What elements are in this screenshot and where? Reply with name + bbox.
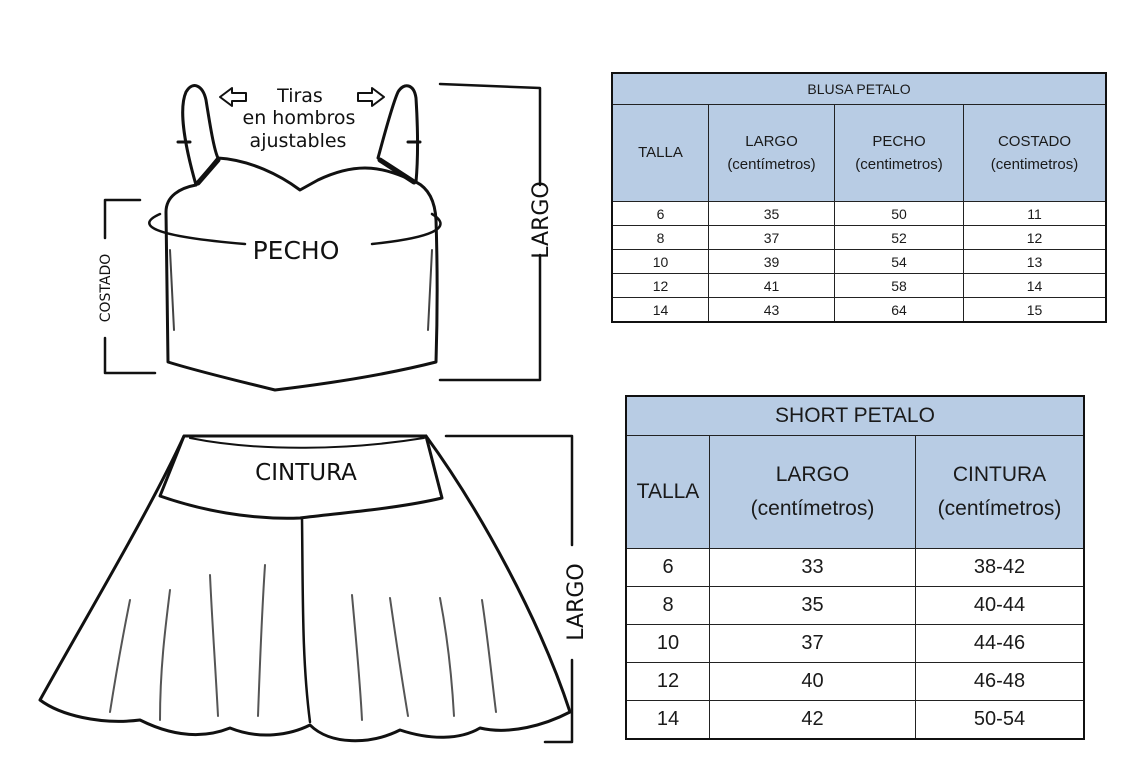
blouse-header-chest: PECHO(centimetros) bbox=[834, 104, 964, 202]
blouse-body bbox=[164, 156, 439, 392]
table-cell: 14 bbox=[963, 273, 1107, 298]
table-cell: 10 bbox=[625, 624, 710, 663]
top-length-bracket bbox=[438, 82, 542, 382]
table-cell: 50 bbox=[834, 201, 964, 226]
short-length-bracket bbox=[444, 434, 574, 744]
table-cell: 52 bbox=[834, 225, 964, 250]
table-cell: 40 bbox=[709, 662, 916, 701]
top-length-label: LARGO bbox=[529, 181, 554, 258]
table-cell: 8 bbox=[625, 586, 710, 625]
strap-label-line3: ajustables bbox=[250, 130, 347, 152]
blouse-table-title: BLUSA PETALO bbox=[611, 72, 1107, 105]
table-cell: 58 bbox=[834, 273, 964, 298]
blouse-header-side: COSTADO(centimetros) bbox=[963, 104, 1107, 202]
left-arrow-icon bbox=[219, 87, 247, 107]
table-cell: 13 bbox=[963, 249, 1107, 274]
short-table-title: SHORT PETALO bbox=[625, 395, 1085, 436]
blouse-header-size: TALLA bbox=[611, 104, 709, 202]
garment-diagram: Tiras en hombros ajustables PECHO COSTAD… bbox=[38, 82, 589, 744]
table-cell: 6 bbox=[625, 548, 710, 587]
table-cell: 6 bbox=[611, 201, 709, 226]
table-cell: 35 bbox=[709, 586, 916, 625]
table-cell: 12 bbox=[611, 273, 709, 298]
table-cell: 37 bbox=[708, 225, 835, 250]
table-cell: 41 bbox=[708, 273, 835, 298]
table-cell: 43 bbox=[708, 297, 835, 323]
short-length-label: LARGO bbox=[564, 563, 589, 640]
table-cell: 35 bbox=[708, 201, 835, 226]
table-cell: 44-46 bbox=[915, 624, 1085, 663]
table-cell: 8 bbox=[611, 225, 709, 250]
table-cell: 39 bbox=[708, 249, 835, 274]
table-cell: 64 bbox=[834, 297, 964, 323]
chest-label: PECHO bbox=[253, 236, 340, 265]
table-cell: 42 bbox=[709, 700, 916, 740]
short-size-table: SHORT PETALO TALLA LARGO(centímetros) CI… bbox=[625, 395, 1085, 740]
table-cell: 14 bbox=[611, 297, 709, 323]
side-label: COSTADO bbox=[98, 254, 114, 323]
short-header-length: LARGO(centímetros) bbox=[709, 435, 916, 549]
table-cell: 12 bbox=[963, 225, 1107, 250]
waist-label: CINTURA bbox=[255, 460, 357, 486]
side-bracket bbox=[103, 198, 157, 375]
short-header-waist: CINTURA(centímetros) bbox=[915, 435, 1085, 549]
short-outline bbox=[38, 434, 572, 743]
left-strap bbox=[181, 84, 220, 187]
right-strap bbox=[376, 84, 419, 184]
blouse-size-table: BLUSA PETALO TALLA LARGO(centímetros) PE… bbox=[611, 72, 1107, 323]
table-cell: 12 bbox=[625, 662, 710, 701]
table-cell: 37 bbox=[709, 624, 916, 663]
table-cell: 11 bbox=[963, 201, 1107, 226]
table-cell: 33 bbox=[709, 548, 916, 587]
blouse-header-length: LARGO(centímetros) bbox=[708, 104, 835, 202]
waistband bbox=[158, 434, 444, 520]
strap-label: Tiras en hombros ajustables bbox=[243, 85, 356, 152]
strap-label-line2: en hombros bbox=[243, 107, 356, 129]
table-cell: 54 bbox=[834, 249, 964, 274]
short-drawing bbox=[38, 434, 574, 744]
table-cell: 46-48 bbox=[915, 662, 1085, 701]
short-header-size: TALLA bbox=[625, 435, 710, 549]
blouse-drawing bbox=[103, 82, 542, 392]
table-cell: 38-42 bbox=[915, 548, 1085, 587]
chest-measure-line bbox=[148, 212, 442, 246]
right-arrow-icon bbox=[357, 87, 385, 107]
table-cell: 50-54 bbox=[915, 700, 1085, 740]
strap-label-line1: Tiras bbox=[276, 85, 323, 107]
table-cell: 10 bbox=[611, 249, 709, 274]
table-cell: 15 bbox=[963, 297, 1107, 323]
table-cell: 14 bbox=[625, 700, 710, 740]
table-cell: 40-44 bbox=[915, 586, 1085, 625]
